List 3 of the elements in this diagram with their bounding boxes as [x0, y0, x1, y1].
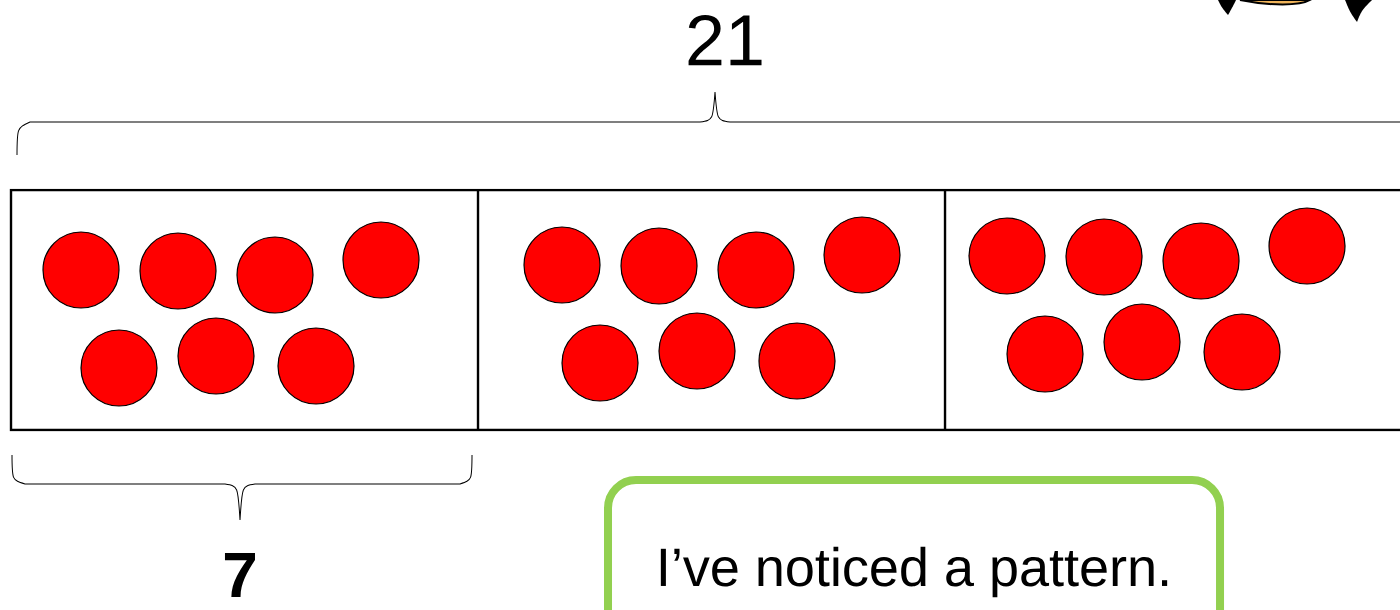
- speech-bubble: I’ve noticed a pattern.: [604, 476, 1224, 610]
- number-label: 7: [224, 553, 255, 597]
- number-label: 21: [688, 14, 762, 66]
